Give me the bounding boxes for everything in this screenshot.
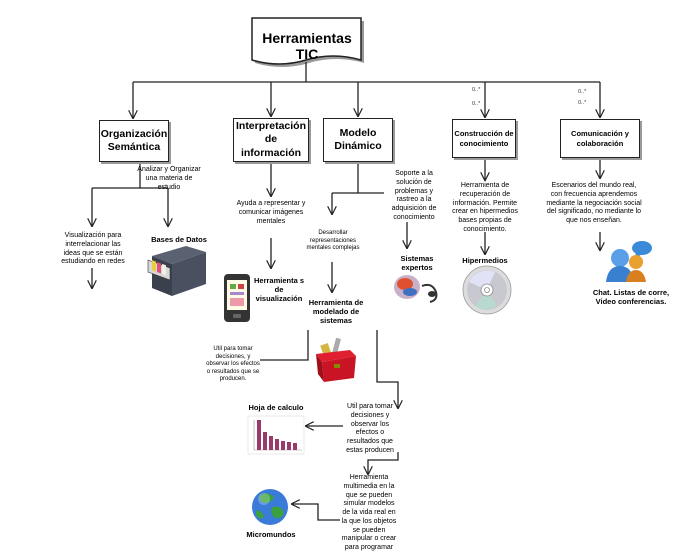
text-util-2: Util para tomar decisiones y observar lo… xyxy=(346,403,394,454)
connector xyxy=(368,452,399,474)
cd-disc-icon xyxy=(462,265,512,315)
box-interpretacion-informacion: Interpretación de información xyxy=(233,118,309,162)
file-cabinet-icon xyxy=(147,246,206,296)
label-herramienta-modelado: Herramienta de modelado de sistemas xyxy=(308,298,364,325)
connector xyxy=(260,330,309,361)
multiplicity-label: 0..* xyxy=(578,100,587,106)
connector xyxy=(376,330,398,408)
label-hoja-calculo: Hoja de calculo xyxy=(248,403,304,412)
text-analizar: Analizar y Organizar una materia de estu… xyxy=(137,166,201,191)
multiplicity-label: 0..* xyxy=(578,89,587,95)
title-document-shape xyxy=(251,17,364,67)
text-soporte: Soporte a la solución de problemas y ras… xyxy=(391,170,437,221)
smartphone-icon xyxy=(224,274,250,322)
label-chat: Chat. Listas de corre, Video conferencia… xyxy=(592,288,670,306)
box-construccion-conocimiento: Construcción de conocimiento xyxy=(452,119,516,158)
label-bases-datos: Bases de Datos xyxy=(151,235,207,244)
text-recuperacion: Herramienta de recuperación de informaci… xyxy=(452,182,518,233)
multiplicity-label: 0..* xyxy=(472,101,481,107)
box-modelo-dinamico: Modelo Dinámico xyxy=(323,118,393,162)
text-escenarios: Escenarios del mundo real, con frecuenci… xyxy=(546,182,642,224)
label-sistemas-expertos: Sistemas expertos xyxy=(400,254,434,272)
spreadsheet-chart-icon xyxy=(247,415,305,455)
box-comunicacion-colaboracion: Comunicación y colaboración xyxy=(560,119,640,158)
box-organizacion-semantica: Organización Semántica xyxy=(99,120,169,162)
globe-icon xyxy=(252,489,288,525)
label-hipermedios: Hipermedios xyxy=(462,256,508,265)
toolbox-icon xyxy=(316,337,356,382)
brain-headset-icon xyxy=(394,275,438,303)
label-micromundos: Micromundos xyxy=(246,530,296,539)
multiplicity-label: 0..* xyxy=(472,87,481,93)
text-util-1: Util para tomar decisiones, y observar l… xyxy=(206,346,260,382)
diagram-title: Herramientas TIC xyxy=(262,30,352,62)
text-ayuda: Ayuda a representar y comunicar imágenes… xyxy=(236,200,306,225)
chat-users-icon xyxy=(606,241,652,282)
text-multimedia: Herramienta multimedia en la que se pued… xyxy=(341,474,397,551)
text-visualizacion: Visualización para interrelacionar las i… xyxy=(61,232,125,266)
text-desarrollar: Desarrollar representaciones mentales co… xyxy=(306,230,360,251)
connector xyxy=(292,504,340,521)
label-herramientas-visualizacion: Herramienta s de visualización xyxy=(253,276,305,303)
